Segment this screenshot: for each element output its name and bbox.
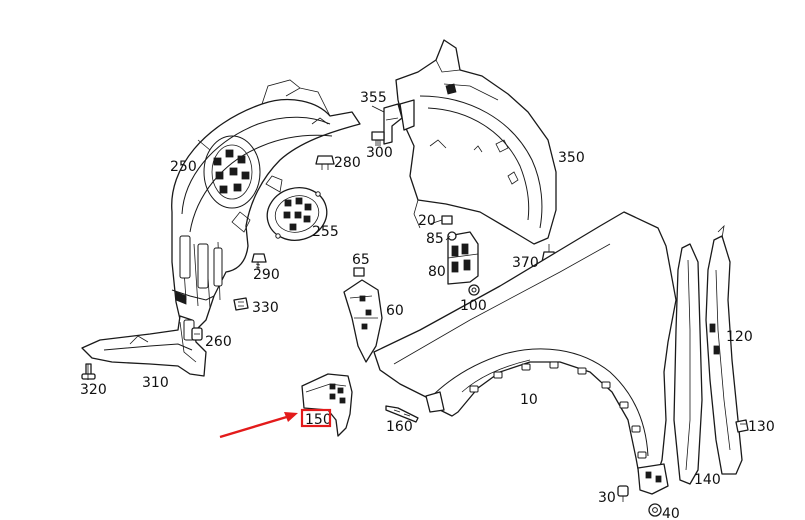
callout-310: 310 (142, 375, 169, 391)
callout-300: 300 (366, 145, 393, 161)
screw-30 (617, 485, 629, 502)
callout-labels: 10 20 30 40 60 65 80 85 100 120 130 140 … (80, 90, 775, 520)
callout-280: 280 (334, 155, 361, 171)
callout-20: 20 (418, 213, 436, 229)
callout-370: 370 (512, 255, 539, 271)
clip-65 (353, 267, 365, 277)
highlight-arrow-line (219, 414, 291, 439)
callout-85: 85 (426, 231, 444, 247)
callout-160: 160 (386, 419, 413, 435)
callout-10: 10 (520, 392, 538, 408)
callout-65: 65 (352, 252, 370, 268)
wheel-arch-liner-front (171, 79, 361, 331)
callout-60: 60 (386, 303, 404, 319)
callout-255: 255 (312, 224, 339, 240)
highlight-arrow-head (284, 412, 298, 422)
wheel-arch-cover-255 (266, 187, 328, 241)
callout-80: 80 (428, 264, 446, 280)
nut-40 (648, 503, 662, 517)
callout-120: 120 (726, 329, 753, 345)
seal-strip-140 (673, 243, 703, 485)
clip-160 (385, 405, 419, 423)
fender-bracket-60 (343, 279, 383, 363)
fender-10 (373, 211, 677, 495)
screw-330 (233, 297, 249, 311)
clip-300 (371, 131, 385, 146)
splash-shield-310 (81, 315, 207, 377)
highlight-annotation (219, 408, 332, 439)
rivet-320 (81, 363, 96, 380)
callout-290: 290 (253, 267, 280, 283)
clip-280 (315, 155, 335, 170)
clip-20 (441, 215, 453, 225)
callout-130: 130 (748, 419, 775, 435)
nut-100 (468, 284, 480, 296)
callout-30: 30 (598, 490, 616, 506)
callout-100: 100 (460, 298, 487, 314)
clip-260 (191, 327, 203, 341)
screw-130 (735, 419, 749, 433)
bracket-355 (383, 99, 415, 145)
callout-150: 150 (305, 412, 332, 428)
highlight-box (300, 408, 332, 428)
callout-260: 260 (205, 334, 232, 350)
callout-355: 355 (360, 90, 387, 106)
mount-bracket-80 (447, 231, 479, 285)
trim-120 (705, 224, 743, 475)
callout-140: 140 (694, 472, 721, 488)
callout-350: 350 (558, 150, 585, 166)
callout-320: 320 (80, 382, 107, 398)
clip-85 (447, 231, 457, 241)
screw-290 (251, 253, 267, 270)
callout-250: 250 (170, 159, 197, 175)
vent-grid (203, 135, 261, 209)
callout-330: 330 (252, 300, 279, 316)
callout-40: 40 (662, 506, 680, 520)
leader-lines (87, 105, 451, 380)
wheel-arch-liner-rear (395, 39, 557, 245)
